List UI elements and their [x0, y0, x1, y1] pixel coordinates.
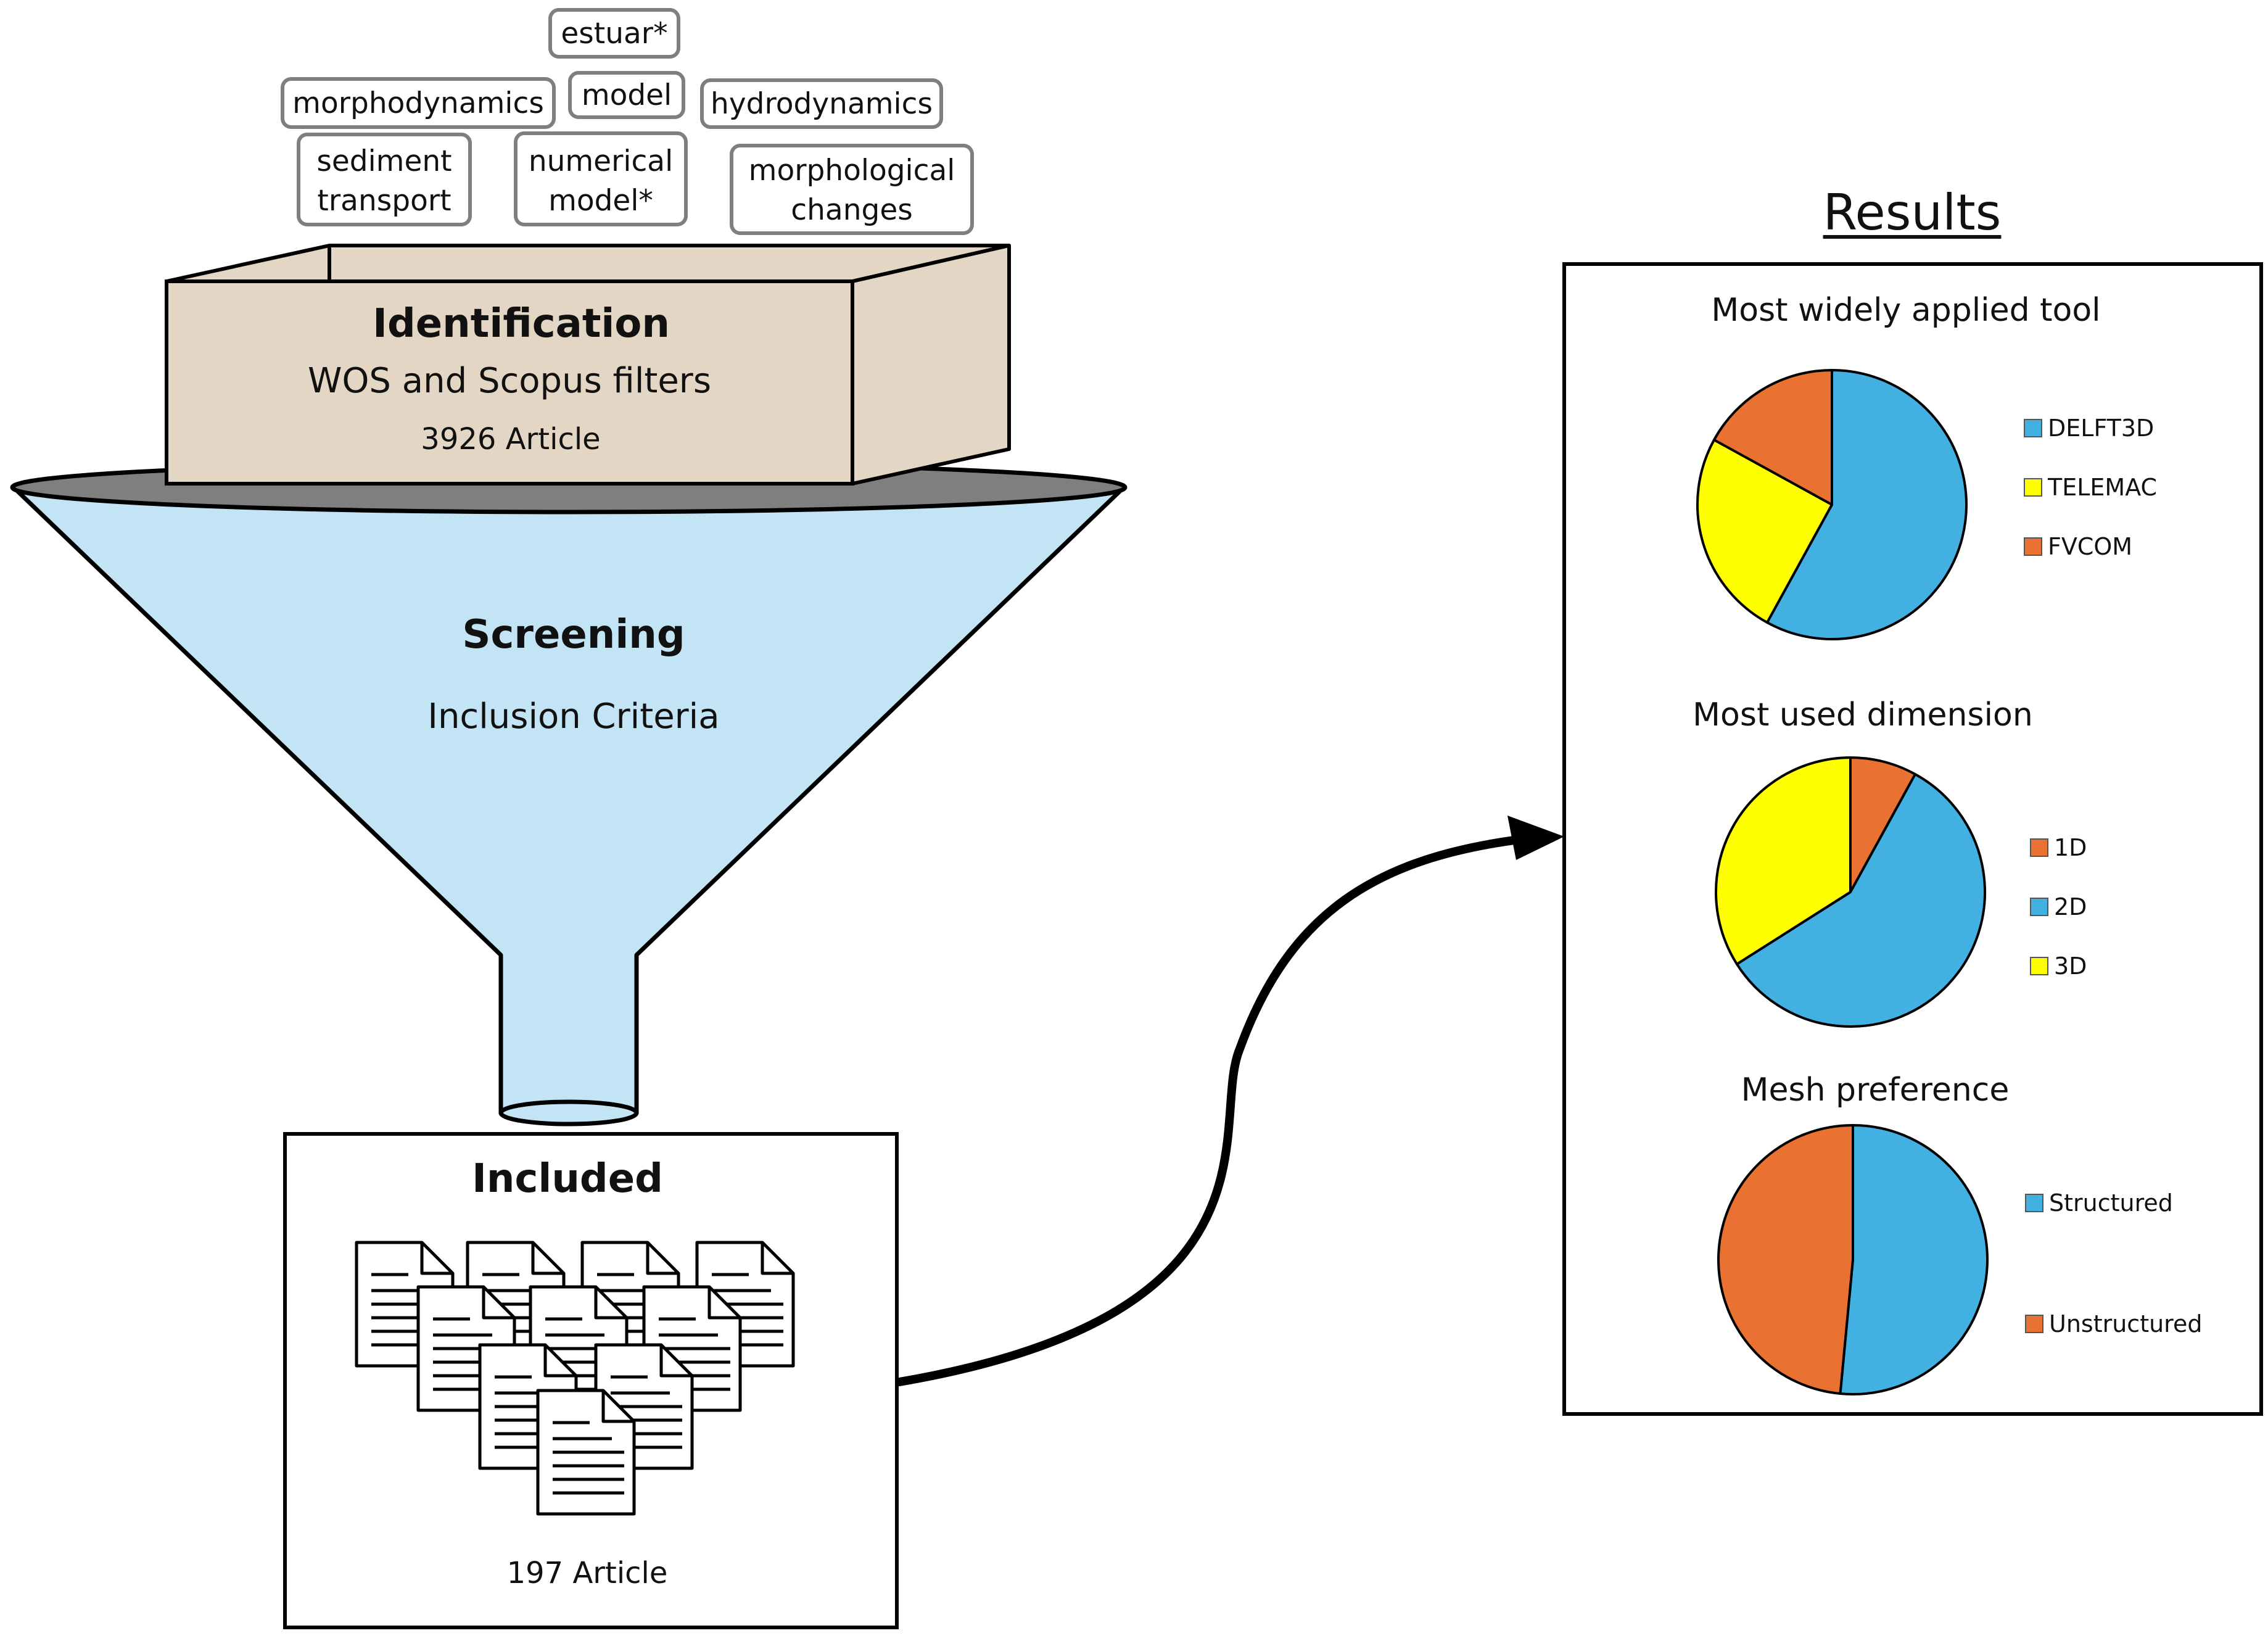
document-icon	[536, 1389, 636, 1516]
pie-slice-fvcom	[1712, 369, 1833, 506]
chart-title: Most used dimension	[1693, 696, 2033, 734]
pie-slice-structured	[1839, 1124, 1989, 1395]
keyword-tag-estuar: estuar*	[548, 8, 680, 59]
identification-count: 3926 Article	[421, 422, 600, 457]
legend-swatch	[2024, 419, 2042, 437]
keyword-label-line2: transport	[317, 184, 451, 218]
legend-swatch	[2030, 838, 2048, 857]
pie-slice-3d	[1715, 756, 1852, 965]
pie-slice-unstructured	[1717, 1124, 1854, 1395]
funnel-spout-end	[498, 1099, 639, 1126]
arrow-head-icon	[1507, 816, 1564, 860]
keyword-label: morphodynamics	[292, 86, 544, 120]
legend-label: Structured	[2049, 1189, 2173, 1217]
keyword-label: estuar*	[561, 17, 667, 51]
legend-label: FVCOM	[2048, 533, 2132, 560]
box-front-face	[165, 279, 854, 486]
box-side-face	[851, 244, 1011, 486]
flow-arrow	[895, 816, 1564, 1386]
keyword-tags: estuar* morphodynamics model hydrodynami…	[281, 8, 974, 235]
keyword-label-line1: sediment	[316, 144, 452, 178]
keyword-label-line1: morphological	[749, 154, 955, 188]
keyword-tag-sediment-transport: sediment transport	[297, 133, 472, 226]
legend-swatch	[2025, 1194, 2043, 1212]
legend-label: 1D	[2054, 834, 2087, 861]
legend-label: 2D	[2054, 893, 2087, 920]
arrow-curve	[895, 835, 1528, 1386]
included-title: Included	[472, 1156, 663, 1202]
screening-title: Screening	[462, 612, 685, 658]
legend-label: DELFT3D	[2048, 415, 2154, 442]
pie-chart: Most used dimension 1D 2D 3D	[1693, 696, 2087, 1028]
results-heading: Results	[1823, 184, 2002, 241]
keyword-tag-numerical-model: numerical model*	[514, 131, 688, 226]
keyword-tag-model: model	[568, 71, 685, 119]
chart-title: Most widely applied tool	[1711, 292, 2100, 329]
identification-subtitle: WOS and Scopus filters	[308, 361, 711, 401]
keyword-label: model	[582, 78, 672, 112]
keyword-tag-morphodynamics: morphodynamics	[281, 77, 556, 129]
legend-swatch	[2024, 537, 2042, 556]
pie-slice-1d	[1849, 756, 1917, 893]
keyword-label: hydrodynamics	[711, 87, 933, 121]
screening-subtitle: Inclusion Criteria	[427, 696, 719, 737]
pie-slice-delft3d	[1765, 369, 1968, 640]
pie-slice-2d	[1735, 772, 1987, 1028]
funnel-body	[12, 486, 1125, 1115]
legend-swatch	[2030, 957, 2048, 975]
keyword-label-line2: changes	[791, 193, 912, 227]
identification-title: Identification	[373, 301, 670, 347]
legend-label: Unstructured	[2049, 1310, 2202, 1337]
keyword-tag-morphological-changes: morphological changes	[730, 144, 974, 235]
legend-label: 3D	[2054, 953, 2087, 980]
included-box: Included 197 Article	[283, 1132, 899, 1629]
funnel: Screening Inclusion Criteria	[10, 460, 1128, 1126]
legend-swatch	[2024, 478, 2042, 497]
keyword-label-line2: model*	[548, 184, 653, 218]
legend-swatch	[2030, 898, 2048, 916]
legend-swatch	[2025, 1315, 2043, 1333]
included-count: 197 Article	[507, 1556, 668, 1590]
documents-stack-icon	[355, 1241, 795, 1516]
legend-label: TELEMAC	[2047, 474, 2157, 501]
identification-box: Identification WOS and Scopus filters 39…	[165, 244, 1011, 486]
keyword-label-line1: numerical	[529, 144, 673, 178]
pie-slice-telemac	[1696, 438, 1833, 624]
keyword-tag-hydrodynamics: hydrodynamics	[700, 78, 943, 129]
chart-title: Mesh preference	[1741, 1072, 2010, 1109]
